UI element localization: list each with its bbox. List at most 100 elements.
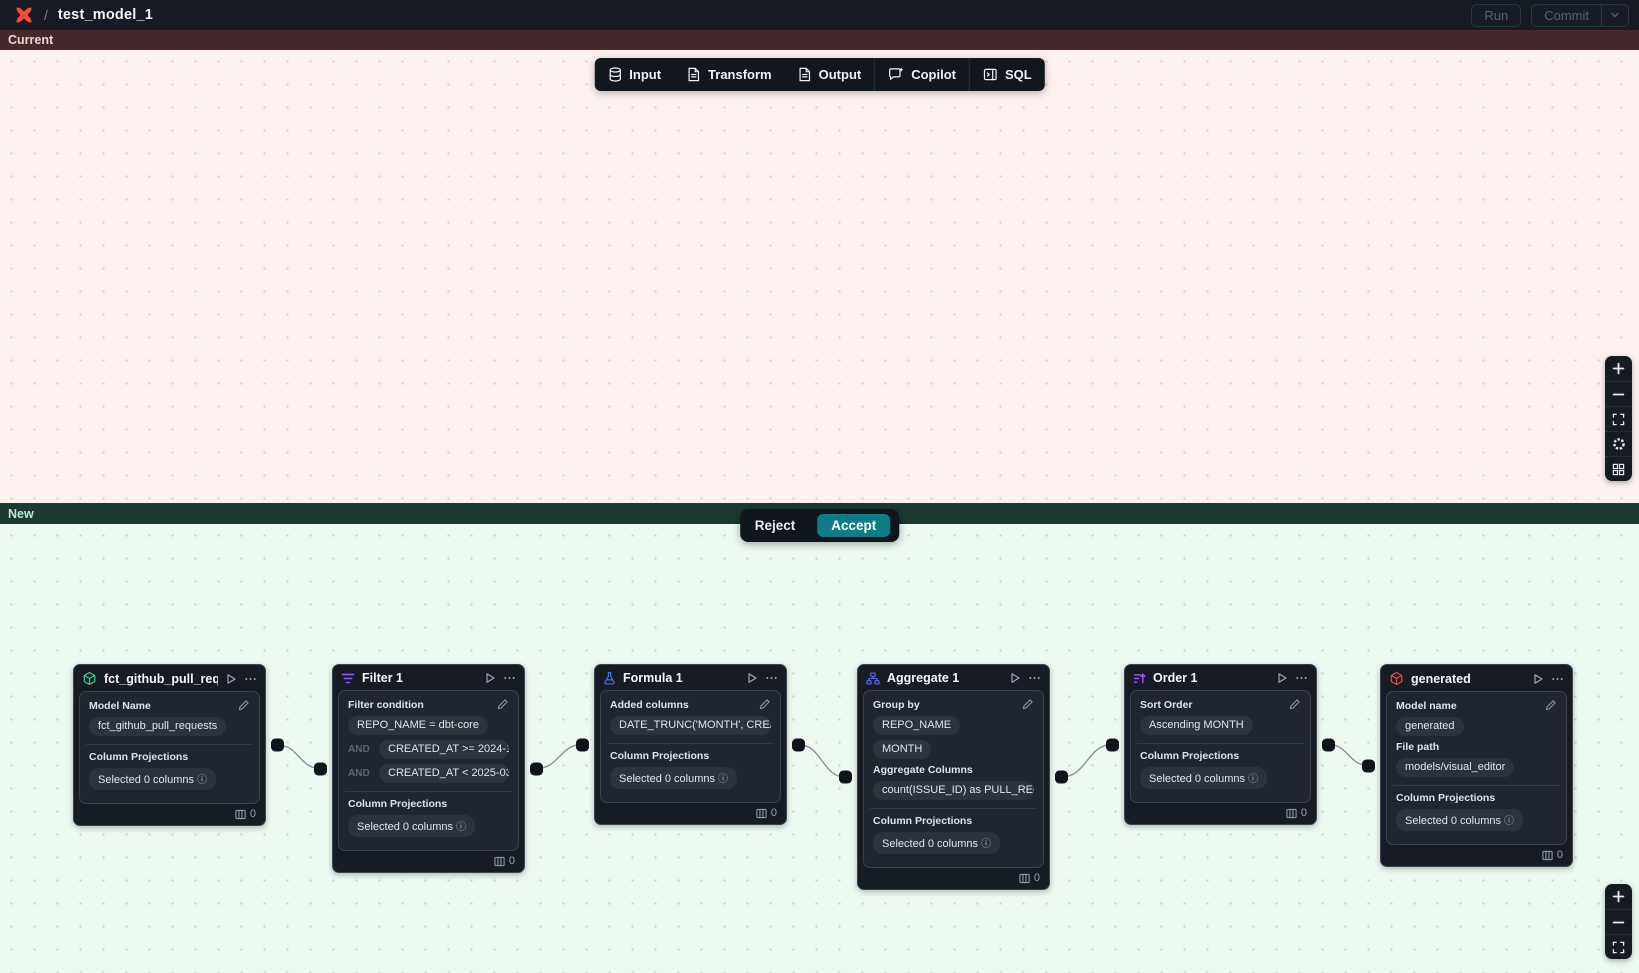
more-options-icon[interactable]	[1028, 672, 1041, 684]
new-pane: New Reject Accept fct_github_pull_reques…	[0, 503, 1639, 973]
node-footer: 0	[74, 804, 265, 825]
output-handle[interactable]	[792, 738, 805, 751]
more-options-icon[interactable]	[1551, 673, 1564, 685]
input-handle[interactable]	[1362, 759, 1375, 772]
input-handle[interactable]	[839, 770, 852, 784]
more-options-icon[interactable]	[765, 672, 778, 684]
play-node-icon[interactable]	[1532, 673, 1544, 685]
added-columns-label: Added columns	[610, 699, 689, 711]
zoom-in-icon[interactable]	[1605, 356, 1632, 381]
toolbar-item-input[interactable]: Input	[594, 58, 674, 91]
output-handle[interactable]	[1055, 770, 1068, 784]
more-options-icon[interactable]	[1295, 672, 1308, 684]
toolbar-divider	[874, 58, 876, 91]
edit-pencil-icon[interactable]	[497, 698, 509, 710]
input-handle[interactable]	[1106, 738, 1119, 751]
sql-panel-icon	[983, 67, 998, 82]
node-order-1[interactable]: Order 1 Sort Order Ascending MONTH Colum…	[1106, 664, 1335, 825]
commit-split-button[interactable]: Commit	[1531, 3, 1629, 27]
more-options-icon[interactable]	[244, 673, 257, 685]
toolbar-item-sql[interactable]: SQL	[970, 58, 1045, 91]
info-icon: ⓘ	[981, 839, 991, 850]
node-formula-1[interactable]: Formula 1 Added columns DATE_TRUNC('MONT…	[576, 664, 805, 825]
current-section-label: Current	[0, 30, 1639, 50]
model-name-value: generated	[1396, 717, 1464, 736]
node-toolbar: Input Transform Output Copilot SQL	[594, 58, 1045, 91]
node-config-panel: Model Name fct_github_pull_requests Colu…	[79, 691, 260, 804]
node-footer: 0	[1125, 803, 1316, 824]
added-columns-value: DATE_TRUNC('MONTH', CREATED_AT…	[610, 716, 771, 735]
node-fct-github-pull-requests[interactable]: fct_github_pull_requests Model Name fct_…	[73, 664, 284, 826]
play-node-icon[interactable]	[1009, 672, 1021, 684]
section-divider	[1137, 743, 1304, 744]
toolbar-copilot-label: Copilot	[911, 67, 956, 82]
toolbar-item-copilot[interactable]: Copilot	[875, 58, 969, 91]
accept-button[interactable]: Accept	[817, 514, 891, 537]
toolbar-transform-label: Transform	[708, 67, 772, 82]
breadcrumb-separator: /	[44, 7, 48, 23]
node-config-panel: Group by REPO_NAME MONTH Aggregate Colum…	[863, 690, 1044, 868]
commit-button[interactable]: Commit	[1544, 7, 1589, 23]
edit-pencil-icon[interactable]	[238, 699, 250, 711]
section-divider	[86, 744, 253, 745]
info-icon: ⓘ	[1248, 774, 1258, 785]
edit-pencil-icon[interactable]	[1289, 698, 1301, 710]
node-filter-1[interactable]: Filter 1 Filter condition REPO_NAME = db…	[314, 664, 543, 873]
edit-pencil-icon[interactable]	[759, 698, 771, 710]
row-count: 0	[1300, 807, 1307, 819]
input-handle[interactable]	[576, 738, 589, 751]
edit-pencil-icon[interactable]	[1545, 699, 1557, 711]
play-node-icon[interactable]	[746, 672, 758, 684]
new-canvas[interactable]: fct_github_pull_requests Model Name fct_…	[0, 524, 1639, 973]
toolbar-item-transform[interactable]: Transform	[674, 58, 785, 91]
run-button[interactable]: Run	[1471, 3, 1522, 27]
info-icon: ⓘ	[456, 822, 466, 833]
node-config-panel: Model name generated File path models/vi…	[1386, 691, 1567, 845]
node-footer: 0	[333, 851, 524, 872]
current-canvas[interactable]: Input Transform Output Copilot SQL	[0, 50, 1639, 503]
reject-button[interactable]: Reject	[754, 518, 796, 533]
cube-red-icon	[1389, 671, 1404, 686]
more-options-icon[interactable]	[503, 672, 516, 684]
toolbar-item-output[interactable]: Output	[785, 58, 875, 91]
table-icon	[1542, 850, 1553, 861]
output-handle[interactable]	[530, 762, 543, 775]
row-count: 0	[1556, 849, 1563, 861]
edit-pencil-icon[interactable]	[1022, 698, 1034, 710]
page-title: test_model_1	[57, 7, 153, 23]
play-node-icon[interactable]	[484, 672, 496, 684]
fit-view-icon[interactable]	[1605, 934, 1632, 959]
copilot-chat-icon	[888, 67, 904, 82]
node-generated[interactable]: generated Model name generated File path…	[1362, 664, 1573, 867]
info-icon: ⓘ	[718, 774, 728, 785]
output-handle[interactable]	[271, 738, 284, 752]
fit-view-icon[interactable]	[1605, 406, 1632, 431]
review-actions: Reject Accept	[739, 509, 900, 542]
commit-dropdown-chevron-icon[interactable]	[1601, 4, 1628, 26]
node-footer: 0	[595, 803, 786, 824]
row-count: 0	[1033, 872, 1040, 884]
gear-icon[interactable]	[1605, 431, 1632, 456]
output-handle[interactable]	[1322, 738, 1335, 751]
aggregate-columns-value: count(ISSUE_ID) as PULL_REQUEST_…	[873, 781, 1034, 800]
file-path-label: File path	[1396, 741, 1440, 753]
zoom-in-icon[interactable]	[1605, 884, 1632, 909]
column-projections-label: Column Projections	[348, 798, 448, 810]
zoom-out-icon[interactable]	[1605, 909, 1632, 934]
input-handle[interactable]	[314, 762, 327, 775]
play-node-icon[interactable]	[1276, 672, 1288, 684]
play-node-icon[interactable]	[225, 673, 237, 685]
file-icon	[798, 67, 812, 82]
node-config-panel: Sort Order Ascending MONTH Column Projec…	[1130, 690, 1311, 803]
node-config-panel: Added columns DATE_TRUNC('MONTH', CREATE…	[600, 690, 781, 803]
zoom-out-icon[interactable]	[1605, 381, 1632, 406]
dbt-logo-icon[interactable]	[14, 5, 34, 25]
column-projections-label: Column Projections	[1140, 750, 1240, 762]
node-aggregate-1[interactable]: Aggregate 1 Group by REPO_NAME MONTH Agg…	[839, 664, 1068, 890]
section-divider	[345, 791, 512, 792]
layout-grid-icon[interactable]	[1605, 456, 1632, 481]
node-title: generated	[1411, 671, 1471, 686]
